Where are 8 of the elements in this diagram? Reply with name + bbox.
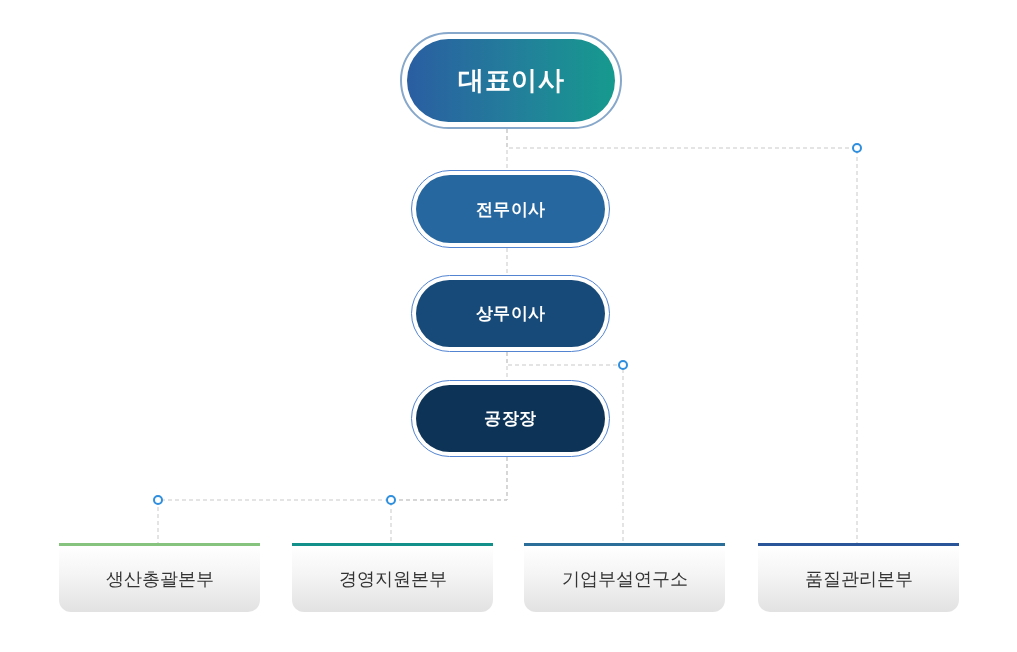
pill-box: 대표이사 (400, 32, 622, 129)
card-box: 경영지원본부 (292, 543, 493, 612)
card-box: 기업부설연구소 (524, 543, 725, 612)
connector-line (506, 351, 624, 544)
connector-line (506, 128, 858, 544)
card-box: 품질관리본부 (758, 543, 959, 612)
card-box: 생산총괄본부 (59, 543, 260, 612)
connector-line (390, 456, 508, 544)
